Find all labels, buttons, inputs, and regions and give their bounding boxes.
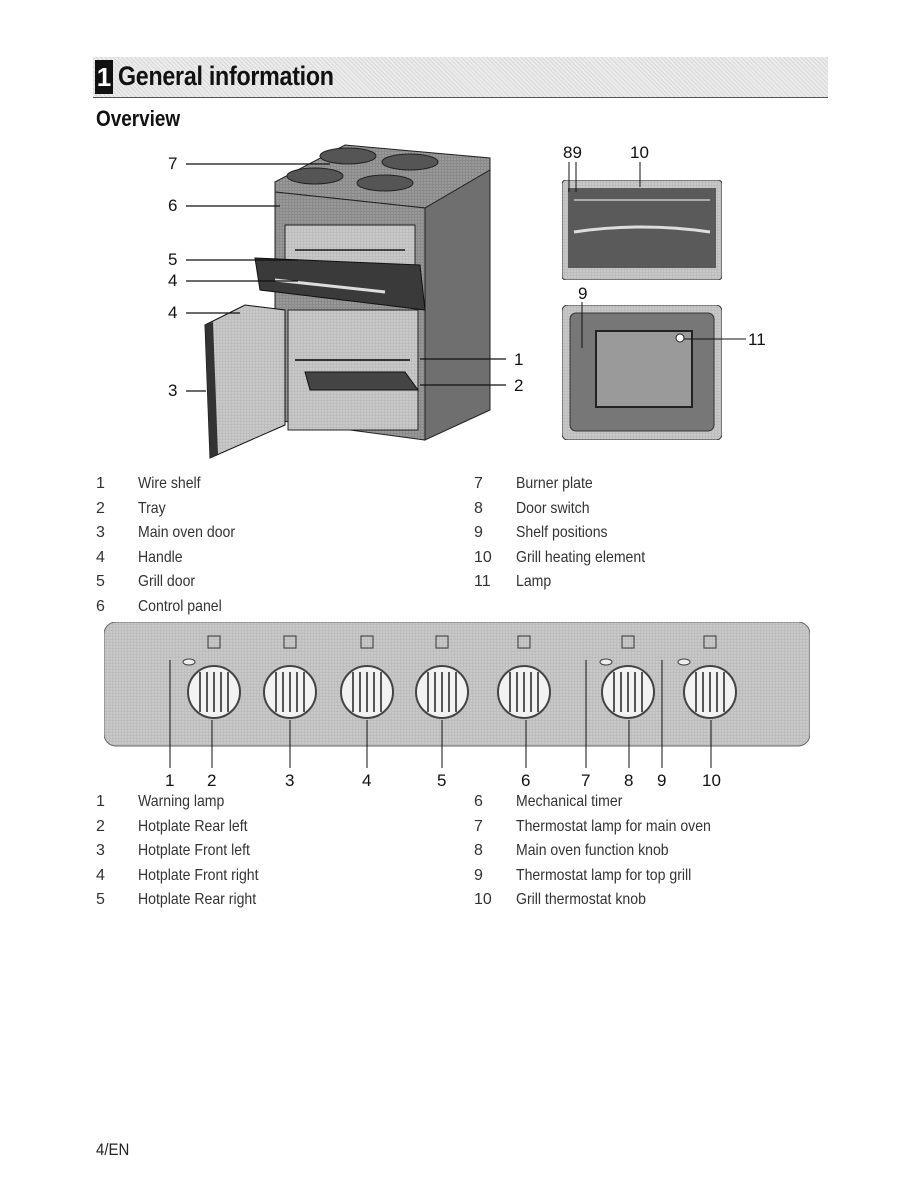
callout-4b: 4 [168, 303, 178, 322]
panel-callout-2: 2 [207, 771, 217, 790]
callout-11: 11 [748, 330, 766, 349]
chapter-header-bar [93, 57, 828, 98]
section-title: Overview [96, 106, 181, 131]
panel-callout-10: 10 [702, 771, 721, 790]
panel-callout-1: 1 [165, 771, 175, 790]
indicator-lamp-icon [599, 658, 613, 666]
oven-callout-lines [186, 163, 506, 392]
indicator-lamp-icon [677, 658, 691, 666]
callout-5: 5 [168, 250, 178, 269]
symbol-icon [283, 635, 297, 649]
chapter-number: 1 [95, 60, 113, 94]
page-number: 4/EN [96, 1140, 130, 1159]
symbol-icon [435, 635, 449, 649]
callout-7: 7 [168, 154, 178, 173]
main-oven-callout-lines [581, 302, 746, 348]
symbol-icon [360, 635, 374, 649]
indicator-lamp-icon [182, 658, 196, 666]
chapter-title: General information [118, 61, 334, 91]
callout-10-top: 10 [630, 143, 649, 162]
callout-1: 1 [514, 350, 524, 369]
oven-illustration [204, 144, 491, 459]
callout-3: 3 [168, 381, 178, 400]
symbol-icon [517, 635, 531, 649]
panel-callout-4: 4 [362, 771, 372, 790]
symbol-icon [703, 635, 717, 649]
panel-callout-8: 8 [624, 771, 634, 790]
control-panel-callout-lines [169, 660, 712, 768]
main-oven-interior-photo [562, 305, 722, 440]
symbol-icon [207, 635, 221, 649]
panel-callout-6: 6 [521, 771, 531, 790]
control-panel-illustration [104, 622, 810, 747]
symbol-icon [621, 635, 635, 649]
callout-89: 89 [563, 143, 582, 162]
panel-callout-5: 5 [437, 771, 447, 790]
grill-callout-lines [568, 162, 641, 192]
callout-9: 9 [578, 284, 588, 303]
callout-2: 2 [514, 376, 524, 395]
panel-callout-7: 7 [581, 771, 591, 790]
callout-6: 6 [168, 196, 178, 215]
grill-interior-photo [562, 180, 722, 280]
panel-callout-3: 3 [285, 771, 295, 790]
callout-4a: 4 [168, 271, 178, 290]
panel-callout-9: 9 [657, 771, 667, 790]
